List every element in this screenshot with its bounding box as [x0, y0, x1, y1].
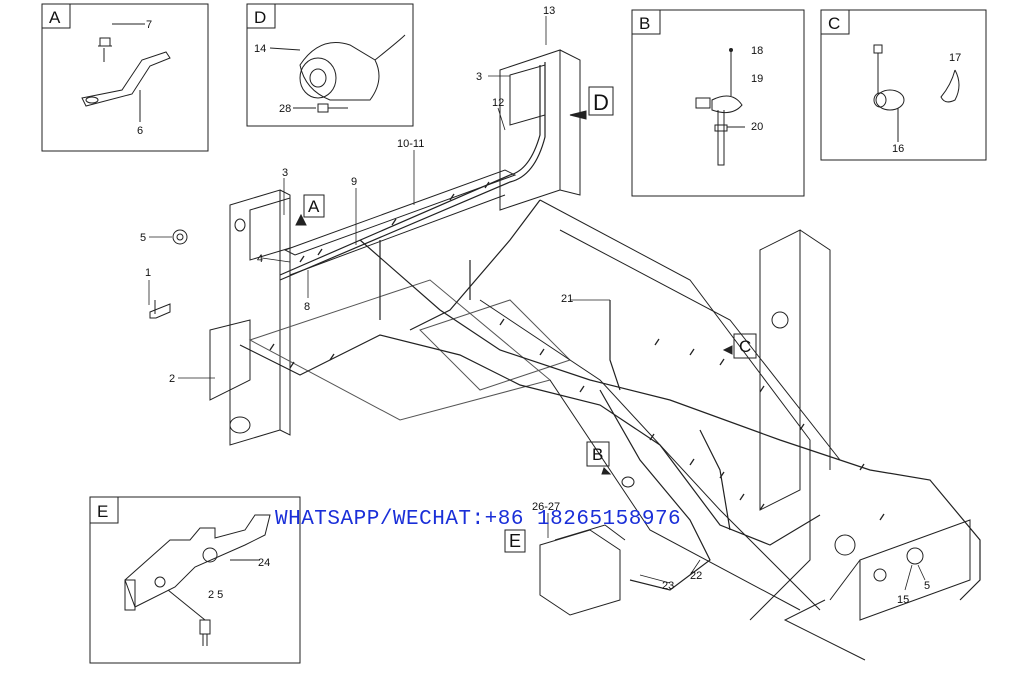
- detail-box-c: [820, 9, 987, 161]
- contact-watermark: WHATSAPP/WECHAT:+86 18265158976: [275, 508, 682, 531]
- part-number-12: 12: [492, 97, 504, 109]
- part-number-10-11: 10-11: [397, 138, 424, 150]
- callout-d: D: [593, 90, 609, 115]
- detail-letter-c: C: [828, 14, 840, 33]
- harness-clips: [269, 181, 885, 521]
- part-number-15: 15: [897, 594, 909, 606]
- part-number-4: 4: [257, 253, 263, 265]
- part-number-9: 9: [351, 176, 357, 188]
- detail-box-e: [89, 496, 301, 664]
- part-number-5-right: 5: [924, 580, 930, 592]
- part-number-28: 28: [279, 103, 291, 115]
- part-number-13: 13: [543, 5, 555, 17]
- callout-b: B: [592, 445, 603, 464]
- part-number-6: 6: [137, 125, 143, 137]
- part-number-3-top: 3: [476, 71, 482, 83]
- detail-letter-d: D: [254, 8, 266, 27]
- machine-frame: [209, 49, 971, 661]
- part-number-7: 7: [146, 19, 152, 31]
- part-number-8: 8: [304, 301, 310, 313]
- part-number-18: 18: [751, 45, 763, 57]
- leader-lines: [148, 16, 926, 591]
- part-number-19: 19: [751, 73, 763, 85]
- callout-c: C: [739, 337, 751, 356]
- callout-e: E: [509, 531, 521, 551]
- part-number-14: 14: [254, 43, 266, 55]
- detail-letter-e: E: [97, 502, 108, 521]
- part-number-2: 2: [169, 373, 175, 385]
- part-number-23: 23: [662, 580, 674, 592]
- part-number-24: 24: [258, 557, 270, 569]
- part-number-1: 1: [145, 267, 151, 279]
- detail-letter-b: B: [639, 14, 650, 33]
- wiring-harness: [239, 62, 981, 601]
- detail-box-b: [631, 9, 805, 197]
- detail-box-a: [41, 3, 209, 152]
- detail-box-d: [246, 3, 414, 127]
- callout-a: A: [308, 197, 320, 216]
- part-number-17: 17: [949, 52, 961, 64]
- detail-letter-a: A: [49, 8, 61, 27]
- part-number-20: 20: [751, 121, 763, 133]
- callout-boxes: [295, 86, 757, 553]
- frame-parts: [149, 64, 924, 616]
- part-number-16: 16: [892, 143, 904, 155]
- part-number-3-left: 3: [282, 167, 288, 179]
- part-number-26-27: 26-27: [532, 501, 560, 513]
- part-number-25: 2 5: [208, 589, 223, 601]
- part-number-21: 21: [561, 293, 573, 305]
- part-number-5-left: 5: [140, 232, 146, 244]
- part-number-22: 22: [690, 570, 702, 582]
